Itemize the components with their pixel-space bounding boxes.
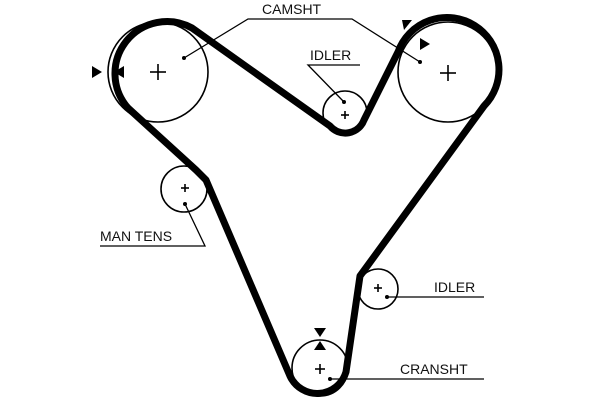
plus-icon xyxy=(440,65,456,81)
label-camshaft: CAMSHT xyxy=(262,1,322,17)
timing-mark-arrows-crankshaft xyxy=(314,328,326,350)
leader-dot xyxy=(385,295,389,299)
label-crankshaft: CRANSHT xyxy=(400,361,468,377)
timing-mark-arrows-camshaft-right xyxy=(402,20,430,50)
leader-dot xyxy=(328,377,332,381)
leader-dot xyxy=(182,56,186,60)
label-idler-upper: IDLER xyxy=(310,47,351,63)
leader-dot xyxy=(342,100,346,104)
plus-icon xyxy=(150,64,166,80)
plus-icon xyxy=(181,184,189,192)
plus-icon xyxy=(374,284,382,292)
leader-dot xyxy=(183,202,187,206)
timing-belt xyxy=(111,14,503,397)
label-idler-lower: IDLER xyxy=(434,279,475,295)
leader-dot xyxy=(418,60,422,64)
plus-icon xyxy=(341,111,349,119)
label-man-tensioner: MAN TENS xyxy=(100,228,172,244)
leader-line-man-tensioner xyxy=(100,203,207,247)
leader-line-idler-upper xyxy=(306,64,360,103)
leader-line-camshaft xyxy=(183,18,421,63)
timing-mark-arrows-camshaft-left xyxy=(92,66,124,78)
plus-icon xyxy=(315,364,325,374)
